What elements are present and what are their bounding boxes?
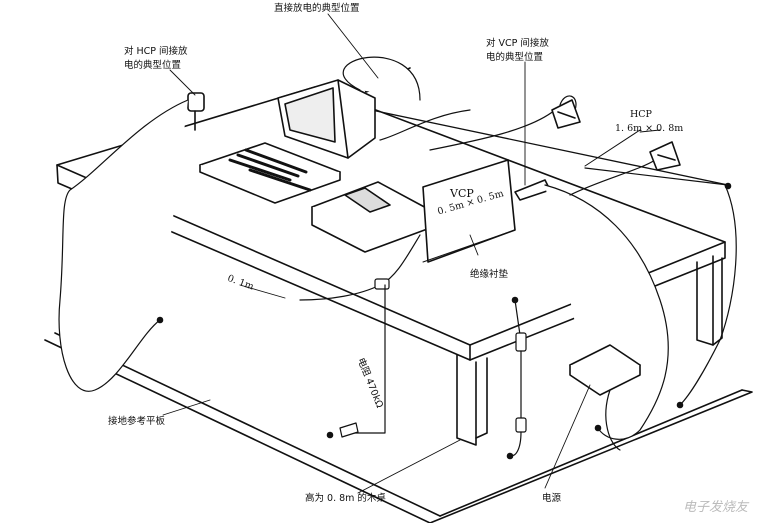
power-supply-box — [569, 344, 641, 451]
vcp-name-label: VCP — [450, 187, 474, 200]
hcp-bleeder-clamps — [551, 99, 737, 406]
leader-lines — [162, 13, 661, 494]
hcp-indirect-label-line2: 电的典型位置 — [124, 60, 182, 71]
esd-gun-hcp — [58, 92, 205, 392]
watermark: 电子发烧友 — [682, 500, 748, 515]
direct-discharge-label: 直接放电的典型位置 — [274, 3, 360, 14]
power-supply-label: 电源 — [542, 493, 562, 504]
vcp-indirect-label-line1: 对 VCP 间接放 — [486, 38, 549, 49]
wooden-table-label: 高为 0. 8m 的木桌 — [305, 493, 386, 504]
equipment-box — [311, 181, 431, 253]
monitor — [277, 79, 376, 159]
ground-plane-label: 接地参考平板 — [108, 416, 166, 427]
cable-end-dots — [156, 182, 732, 460]
hcp-indirect-label-line1: 对 HCP 间接放 — [124, 46, 188, 57]
vcp-plate — [422, 159, 516, 263]
vcp-indirect-label-line2: 电的典型位置 — [486, 52, 544, 63]
hcp-size-label: 1. 6m × 0. 8m — [615, 123, 684, 134]
insulating-pad-label: 绝缘衬垫 — [470, 269, 509, 280]
hcp-name-label: HCP — [630, 109, 652, 120]
keyboard — [199, 142, 341, 204]
bleeder-cables — [299, 95, 656, 457]
esd-gun-direct — [342, 56, 421, 101]
